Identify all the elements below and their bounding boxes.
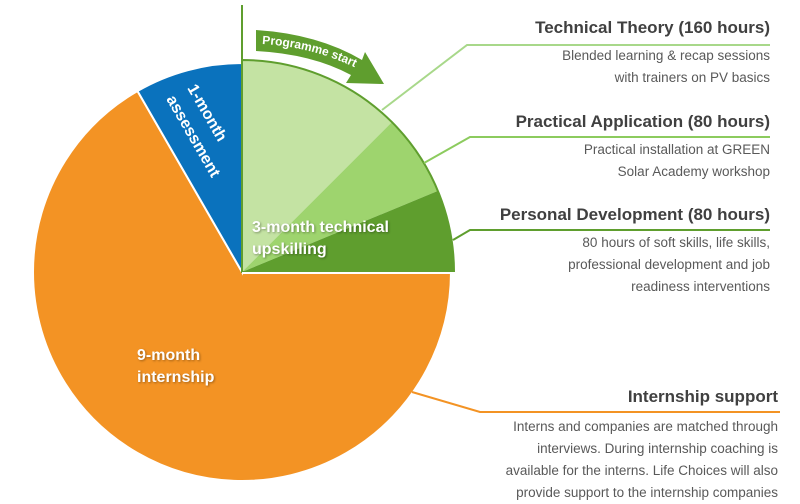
practical-application-description: Practical installation at GREEN Solar Ac… [516, 139, 770, 183]
description-line: readiness interventions [631, 279, 770, 294]
programme-start-arrow [256, 30, 384, 84]
theory-leader-line [381, 44, 770, 111]
description-line: 80 hours of soft skills, life skills, [582, 235, 770, 250]
upskilling-label-line2: upskilling [252, 241, 327, 258]
personal-development-description: 80 hours of soft skills, life skills, pr… [500, 232, 770, 298]
description-line: Solar Academy workshop [617, 164, 770, 179]
internship-slice [32, 89, 453, 482]
upskilling-slice-outline [241, 58, 456, 273]
practical-sub-slice [242, 122, 438, 272]
personal-leader-line [452, 229, 770, 241]
description-line: interviews. During internship coaching i… [537, 441, 778, 456]
description-line: Interns and companies are matched throug… [513, 419, 778, 434]
technical-theory-panel: Technical Theory (160 hours) Blended lea… [535, 17, 770, 89]
upskilling-label: 3-month technical upskilling [252, 217, 389, 261]
technical-theory-description: Blended learning & recap sessions with t… [535, 45, 770, 89]
internship-label-line1: 9-month [137, 347, 201, 364]
internship-label: 9-month internship [137, 345, 214, 389]
internship-label-line2: internship [137, 369, 215, 386]
description-line: Practical installation at GREEN [583, 142, 770, 157]
internship-leader-line [411, 391, 780, 413]
personal-development-title: Personal Development (80 hours) [499, 205, 770, 224]
description-line: available for the interns. Life Choices … [505, 463, 778, 478]
practical-application-panel: Practical Application (80 hours) Practic… [516, 111, 770, 183]
personal-sub-slice [242, 190, 454, 272]
technical-theory-title: Technical Theory (160 hours) [535, 18, 770, 37]
description-line: professional development and job [568, 257, 770, 272]
description-line: provide support to the internship compan… [516, 485, 778, 500]
description-line: Blended learning & recap sessions [562, 48, 770, 63]
upskilling-label-line1: 3-month technical [252, 219, 389, 236]
internship-support-description: Interns and companies are matched throug… [506, 416, 778, 504]
practical-leader-line [423, 136, 770, 164]
theory-sub-slice [242, 60, 392, 272]
description-line: with trainers on PV basics [614, 70, 770, 85]
practical-application-title: Practical Application (80 hours) [515, 112, 770, 131]
personal-development-panel: Personal Development (80 hours) 80 hours… [500, 204, 770, 298]
internship-support-title: Internship support [627, 387, 778, 406]
assessment-slice [136, 61, 243, 276]
internship-support-panel: Internship support Interns and companies… [506, 386, 778, 504]
